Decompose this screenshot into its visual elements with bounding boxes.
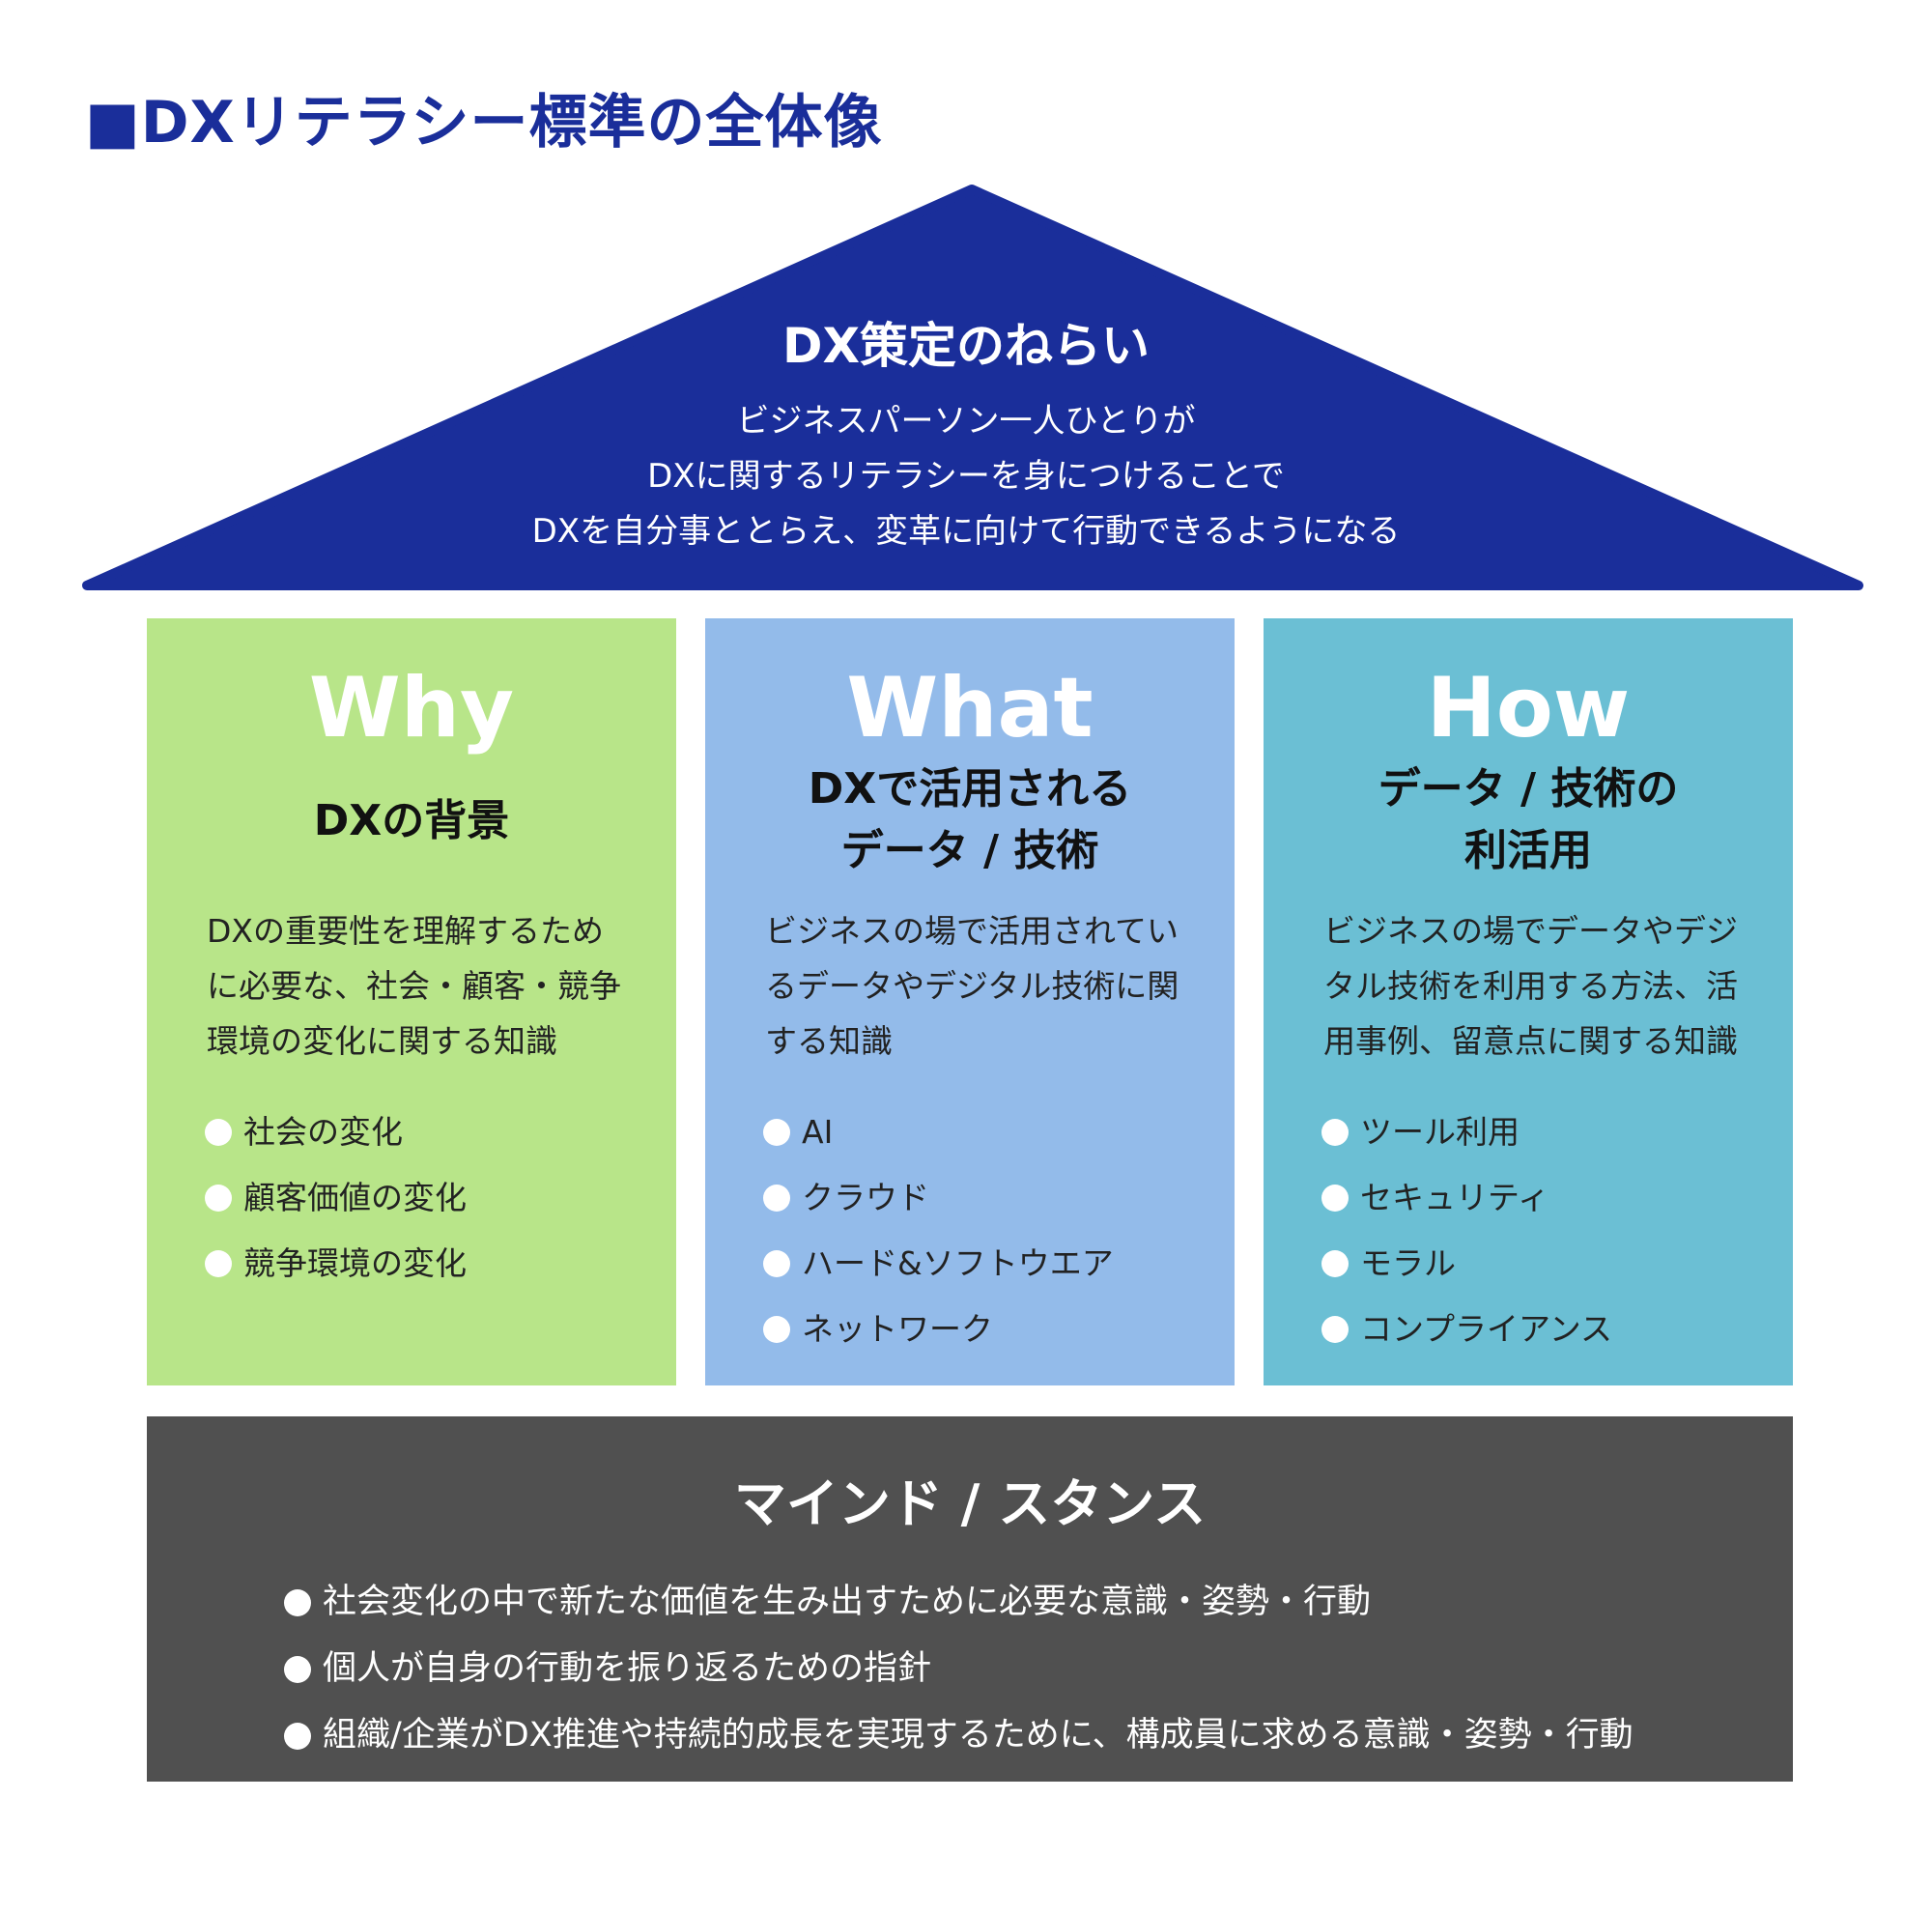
bullet-icon — [284, 1655, 311, 1683]
bullet-icon — [1321, 1316, 1349, 1343]
bullet-icon — [1321, 1250, 1349, 1277]
list-item-label: セキュリティ — [1360, 1179, 1550, 1216]
bullet-icon — [763, 1119, 790, 1146]
pillar-subtitle-how-line-2: 利活用 — [1464, 826, 1592, 875]
roof-line-3: DXを自分事ととらえ、変革に向けて行動できるようになる — [531, 512, 1401, 551]
list-item-label: 社会の変化 — [243, 1113, 403, 1151]
pillar-subtitle-how-line-1: データ / 技術の — [1378, 764, 1679, 814]
bullet-icon — [284, 1722, 311, 1750]
pillar-description-what: ビジネスの場で活用されているデータやデジタル技術に関する知識 — [765, 912, 1179, 1060]
list-item-label: ネットワーク — [802, 1310, 993, 1348]
list-item: ハード&ソフトウエア — [763, 1231, 1114, 1297]
pillar-list-why: 社会の変化 顧客価値の変化 競争環境の変化 — [205, 1099, 467, 1297]
mind-list: 社会変化の中で新たな価値を生み出すために必要な意識・姿勢・行動 個人が自身の行動… — [284, 1569, 1634, 1769]
page-title: ■DXリテラシー標準の全体像 — [85, 75, 883, 159]
pillar-heading-why: Why — [308, 660, 515, 757]
pillar-subtitle-what-line-2: データ / 技術 — [840, 826, 1099, 875]
list-item: 競争環境の変化 — [205, 1231, 467, 1297]
mind-stance-foundation: マインド / スタンス 社会変化の中で新たな価値を生み出すために必要な意識・姿勢… — [147, 1416, 1793, 1782]
list-item: モラル — [1321, 1231, 1612, 1297]
list-item-label: 社会変化の中で新たな価値を生み出すために必要な意識・姿勢・行動 — [323, 1583, 1372, 1621]
list-item-label: モラル — [1360, 1244, 1456, 1282]
list-item: ネットワーク — [763, 1297, 1114, 1362]
list-item-label: クラウド — [802, 1179, 929, 1216]
list-item-label: 顧客価値の変化 — [243, 1179, 467, 1216]
bullet-icon — [763, 1185, 790, 1212]
bullet-icon — [205, 1250, 232, 1277]
page-title-text: ■DXリテラシー標準の全体像 — [85, 89, 883, 157]
list-item: コンプライアンス — [1321, 1297, 1612, 1362]
list-item: AI — [763, 1099, 1114, 1165]
list-item: 組織/企業がDX推進や持続的成長を実現するために、構成員に求める意識・姿勢・行動 — [284, 1702, 1634, 1769]
pillar-how: How データ / 技術の 利活用 ビジネスの場でデータやデジタル技術を利用する… — [1264, 618, 1793, 1385]
roof-title: DX策定のねらい — [781, 318, 1151, 374]
list-item: 顧客価値の変化 — [205, 1165, 467, 1231]
list-item: ツール利用 — [1321, 1099, 1612, 1165]
roof-shape — [82, 185, 1863, 590]
list-item-label: 個人が自身の行動を振り返るための指針 — [323, 1649, 932, 1688]
pillar-subtitle-why: DXの背景 — [313, 796, 510, 845]
list-item: 社会の変化 — [205, 1099, 467, 1165]
roof-line-1: ビジネスパーソン一人ひとりが — [736, 402, 1196, 441]
pillar-heading-how: How — [1426, 660, 1631, 757]
list-item: セキュリティ — [1321, 1165, 1612, 1231]
bullet-icon — [1321, 1119, 1349, 1146]
list-item: 個人が自身の行動を振り返るための指針 — [284, 1636, 1634, 1702]
mind-title: マインド / スタンス — [733, 1473, 1207, 1534]
pillar-heading-what: What — [846, 660, 1094, 757]
list-item-label: コンプライアンス — [1360, 1310, 1613, 1348]
pillar-description-how: ビジネスの場でデータやデジタル技術を利用する方法、活用事例、留意点に関する知識 — [1323, 912, 1738, 1060]
roof-line-2: DXに関するリテラシーを身につけることで — [647, 457, 1285, 496]
list-item: 社会変化の中で新たな価値を生み出すために必要な意識・姿勢・行動 — [284, 1569, 1634, 1636]
list-item-label: 競争環境の変化 — [243, 1244, 467, 1282]
pillar-subtitle-what-line-1: DXで活用される — [808, 764, 1132, 814]
bullet-icon — [205, 1185, 232, 1212]
bullet-icon — [205, 1119, 232, 1146]
list-item-label: AI — [802, 1113, 834, 1151]
pillar-description-why: DXの重要性を理解するために必要な、社会・顧客・競争環境の変化に関する知識 — [207, 912, 621, 1060]
list-item-label: 組織/企業がDX推進や持続的成長を実現するために、構成員に求める意識・姿勢・行動 — [323, 1716, 1634, 1755]
bullet-icon — [1321, 1185, 1349, 1212]
bullet-icon — [284, 1588, 311, 1616]
list-item-label: ハード&ソフトウエア — [802, 1244, 1114, 1282]
bullet-icon — [763, 1316, 790, 1343]
bullet-icon — [763, 1250, 790, 1277]
list-item-label: ツール利用 — [1360, 1113, 1520, 1151]
roof-triangle — [82, 185, 1863, 590]
list-item: クラウド — [763, 1165, 1114, 1231]
pillar-what: What DXで活用される データ / 技術 ビジネスの場で活用されているデータ… — [705, 618, 1235, 1385]
pillar-list-what: AI クラウド ハード&ソフトウエア ネットワーク — [763, 1099, 1114, 1362]
pillar-why: Why DXの背景 DXの重要性を理解するために必要な、社会・顧客・競争環境の変… — [147, 618, 676, 1385]
pillar-list-how: ツール利用 セキュリティ モラル コンプライアンス — [1321, 1099, 1612, 1362]
